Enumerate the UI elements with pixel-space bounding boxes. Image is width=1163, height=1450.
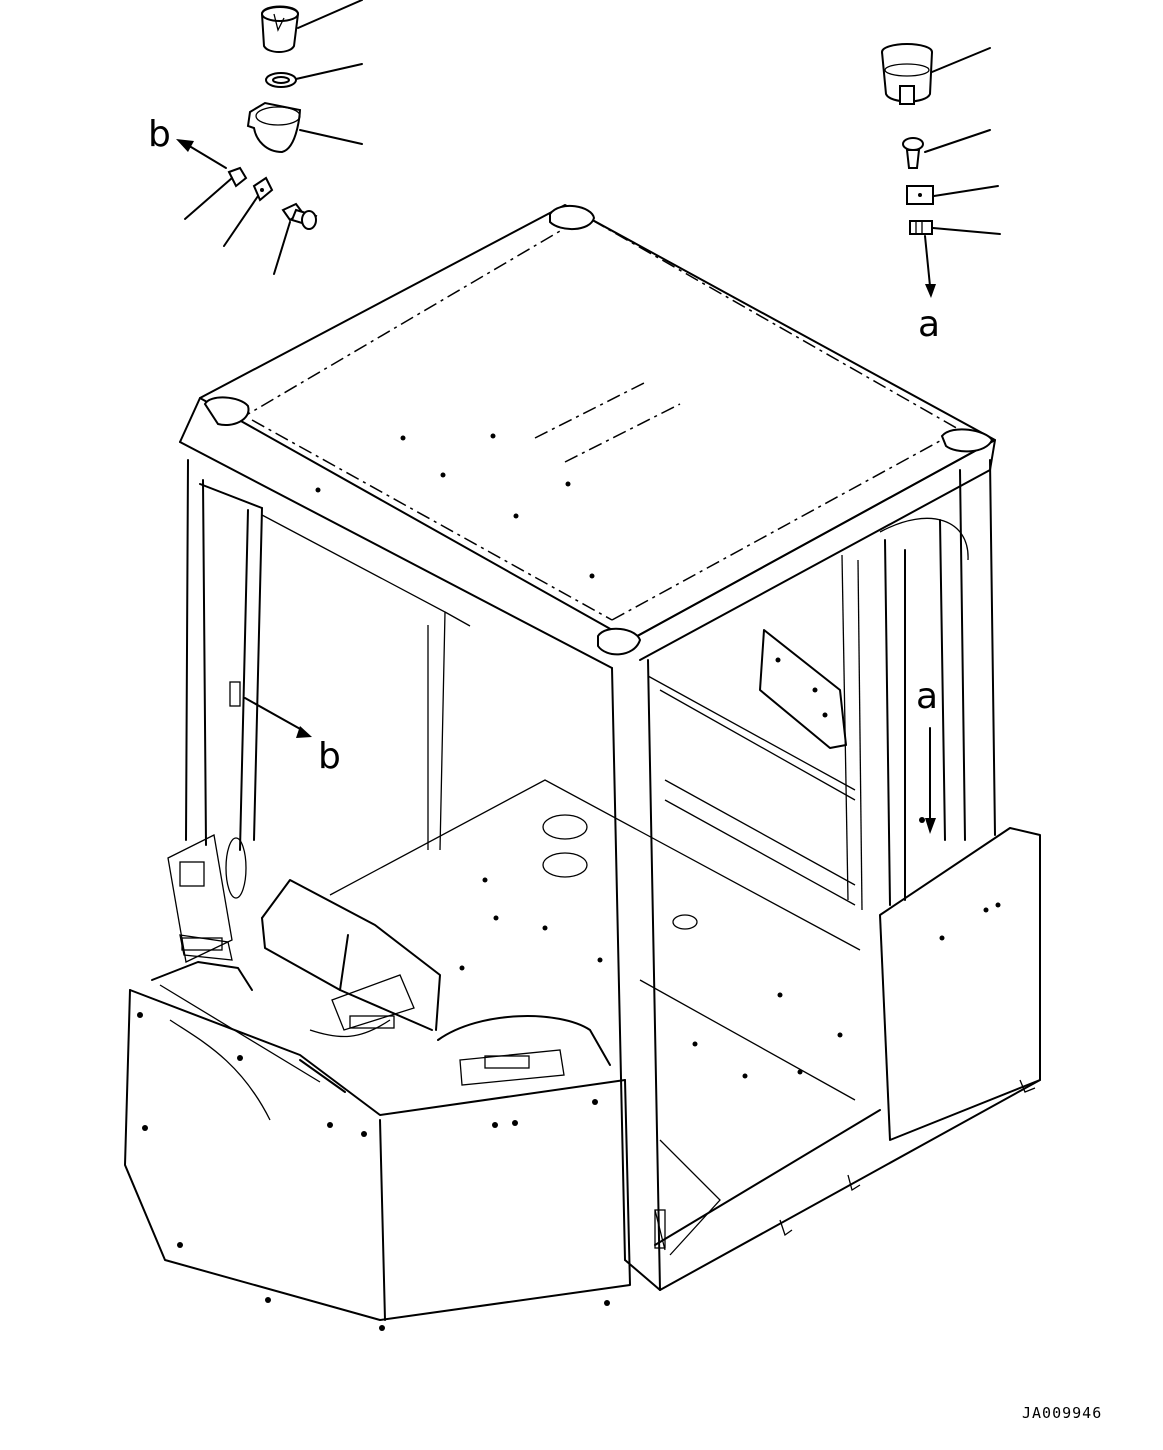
parts-group-b: b: [148, 0, 363, 275]
front-body: [124, 984, 631, 1331]
callout-b-body: b: [318, 736, 341, 777]
document-code: JA009946: [1022, 1404, 1102, 1422]
body-callout-a: a: [916, 676, 938, 834]
screw-part-icon: [902, 137, 924, 169]
parts-group-a: a: [881, 43, 1001, 345]
body-callout-b: b: [229, 681, 341, 777]
callout-b-top: b: [148, 114, 171, 155]
callout-a-body: a: [916, 676, 938, 717]
nut-part-icon: [906, 185, 934, 205]
roof: [179, 204, 996, 669]
bolt-part-icon: [281, 202, 318, 230]
cover-part-icon: [246, 101, 302, 154]
clip-part-icon: [227, 166, 248, 188]
console: [151, 834, 611, 1086]
clip-nut-part-icon: [909, 220, 933, 235]
housing-part-icon: [881, 43, 933, 105]
cab-frame: [124, 204, 1041, 1331]
cap-part-icon: [260, 5, 300, 53]
washer-part-icon: [265, 72, 297, 88]
callout-a-top: a: [918, 304, 940, 345]
